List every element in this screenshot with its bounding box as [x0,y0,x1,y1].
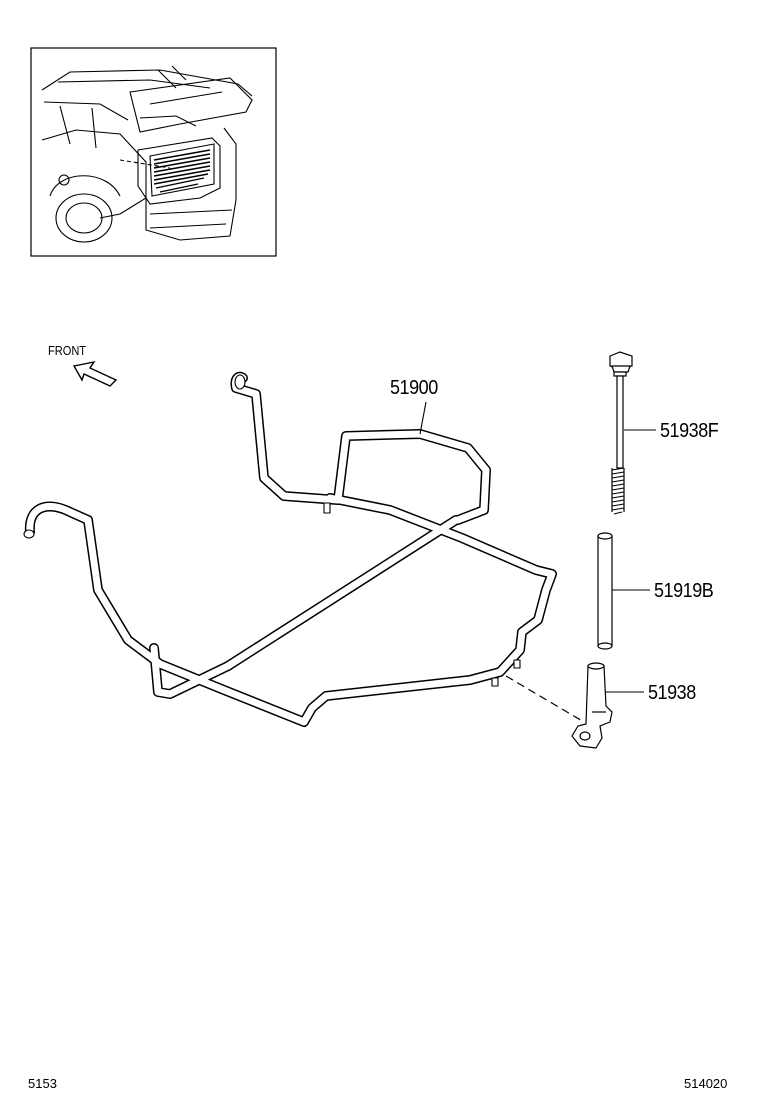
callout-51938: 51938 [648,682,696,704]
callout-51938F: 51938F [660,420,719,442]
front-direction-label: FRONT [48,343,87,358]
footer-right-code: 514020 [684,1076,728,1091]
spacer-collar [597,532,613,650]
spare-frame-highlight [153,149,211,193]
front-arrow-icon [72,360,118,387]
callout-51919B: 51919B [654,580,714,602]
assembly-dashed-line [505,675,585,723]
spare-tire-carrier-frame [23,371,557,727]
callout-51900: 51900 [390,377,438,399]
hold-down-bolt [609,351,633,515]
vehicle-location-inset [30,47,277,257]
callout-leaders [419,401,656,693]
mounting-bracket [571,662,613,749]
footer-left-code: 5153 [28,1076,57,1091]
